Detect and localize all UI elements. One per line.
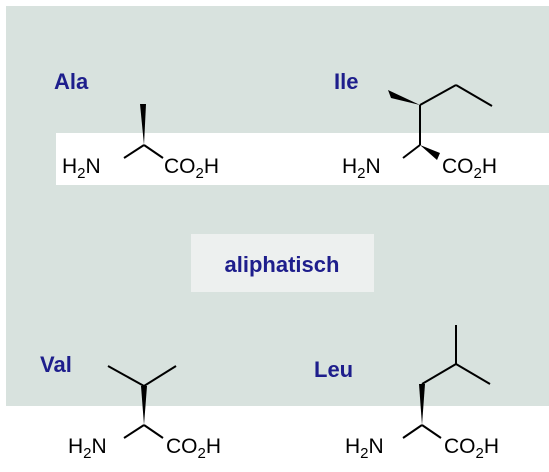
bond: [143, 424, 164, 439]
carboxyl-group: CO2H: [442, 155, 497, 182]
wedge-bond: [141, 386, 147, 425]
bond: [402, 424, 423, 439]
wedge-bond: [388, 90, 420, 105]
bond: [421, 363, 457, 385]
bond: [455, 84, 493, 107]
wedge-bond: [419, 384, 425, 425]
wedge-bond: [420, 145, 440, 160]
center-label: aliphatisch: [225, 252, 340, 277]
bond: [123, 424, 145, 439]
amino-acid-leu: Leu H2N CO2H: [314, 325, 499, 462]
carboxyl-group: CO2H: [164, 155, 219, 182]
amino-acid-ala: Ala H2N CO2H: [54, 69, 219, 182]
amino-acid-val: Val H2N CO2H: [40, 352, 221, 462]
abbreviation: Val: [40, 352, 72, 377]
abbreviation: Ile: [334, 69, 358, 94]
bond: [402, 144, 421, 159]
bond: [107, 365, 145, 387]
wedge-bond: [140, 104, 146, 145]
bond: [123, 144, 145, 159]
amine-group: H2N: [62, 155, 101, 182]
amine-group: H2N: [68, 435, 107, 462]
amino-acid-ile: Ile H2N CO2H: [334, 69, 497, 182]
background-panel: [6, 6, 549, 406]
carboxyl-group: CO2H: [444, 435, 499, 462]
bond: [143, 365, 177, 387]
amine-group: H2N: [345, 435, 384, 462]
bond: [455, 363, 491, 385]
carboxyl-group: CO2H: [166, 435, 221, 462]
center-label-box: [191, 234, 374, 292]
formula-strip: [56, 133, 549, 185]
bond: [143, 144, 164, 159]
amine-group: H2N: [342, 155, 381, 182]
abbreviation: Leu: [314, 357, 353, 382]
bond: [421, 424, 442, 439]
abbreviation: Ala: [54, 69, 89, 94]
bond: [419, 84, 457, 106]
